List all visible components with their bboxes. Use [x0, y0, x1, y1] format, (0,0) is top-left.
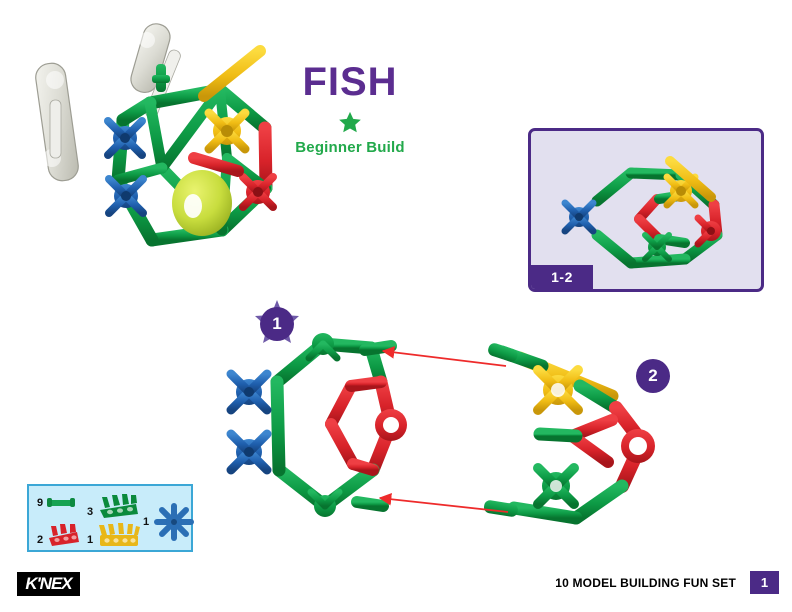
legend-count-green-rod: 9: [37, 496, 44, 509]
stand-left: [35, 62, 79, 182]
parts-legend: 9 3 1: [27, 484, 196, 552]
hero-model-image: [22, 8, 322, 285]
legend-item-red-connector: 2: [37, 522, 82, 548]
red-connector-cluster: [232, 173, 284, 211]
step-1-image: [205, 320, 420, 540]
green-rod-icon: [47, 498, 76, 507]
title-block: FISH Beginner Build: [255, 62, 445, 156]
legend-item-green-connector: 3: [87, 492, 140, 520]
page-number-badge: 1: [750, 571, 779, 594]
step2-red-connector: [621, 429, 655, 463]
yellow-connector-cluster: [196, 45, 266, 162]
step-range-label: 1-2: [531, 265, 593, 289]
green-connector-icon: [100, 494, 139, 518]
inset-model-image: [539, 139, 759, 294]
inset-red-connector: [689, 214, 721, 248]
step-1-number: 1: [260, 307, 294, 341]
step2-green-rod-ends: [483, 343, 518, 517]
step2-yellow-connector: [525, 357, 591, 423]
red-rod: [188, 152, 244, 177]
star-icon: [339, 111, 361, 133]
legend-item-yellow-connector: 1: [87, 522, 142, 548]
legend-item-blue-connector: 1: [143, 502, 196, 542]
legend-count-blue-connector: 1: [143, 516, 150, 528]
step1-blue-connector-bottom: [218, 421, 280, 483]
step-2-badge: 2: [636, 359, 670, 393]
difficulty-label: Beginner Build: [295, 139, 405, 156]
step-range-preview-box: 1-2: [528, 128, 764, 292]
step-1-badge: 1: [255, 300, 299, 343]
knex-logo: K'NEX: [17, 572, 80, 596]
red-connector-icon: [49, 524, 80, 546]
blue-connector-cluster: [97, 110, 154, 224]
step2-green-connector: [525, 455, 587, 517]
yellow-connector-icon: [99, 523, 141, 546]
step1-blue-connector-top: [218, 361, 280, 423]
set-name-label: 10 MODEL BUILDING FUN SET: [555, 576, 736, 590]
step1-green-connector-bottom: [301, 482, 349, 517]
blue-connector-icon: [154, 503, 195, 541]
legend-count-yellow-connector: 1: [87, 534, 94, 546]
step-2-number: 2: [636, 359, 670, 393]
page-title: FISH: [302, 60, 398, 104]
inset-green-connector: [637, 232, 677, 262]
step-2-image: [480, 338, 680, 543]
step1-red-connector: [375, 409, 407, 441]
difficulty-star-wrap: [255, 110, 445, 136]
legend-count-red-connector: 2: [37, 534, 44, 546]
legend-count-green-connector: 3: [87, 506, 94, 518]
page-footer: K'NEX 10 MODEL BUILDING FUN SET 1: [0, 564, 792, 612]
green-peg: [152, 64, 170, 92]
inset-blue-connector: [555, 193, 603, 241]
eye-ball: [172, 170, 232, 236]
legend-item-green-rod: 9: [37, 496, 76, 509]
step1-green-connector-top: [299, 333, 347, 368]
